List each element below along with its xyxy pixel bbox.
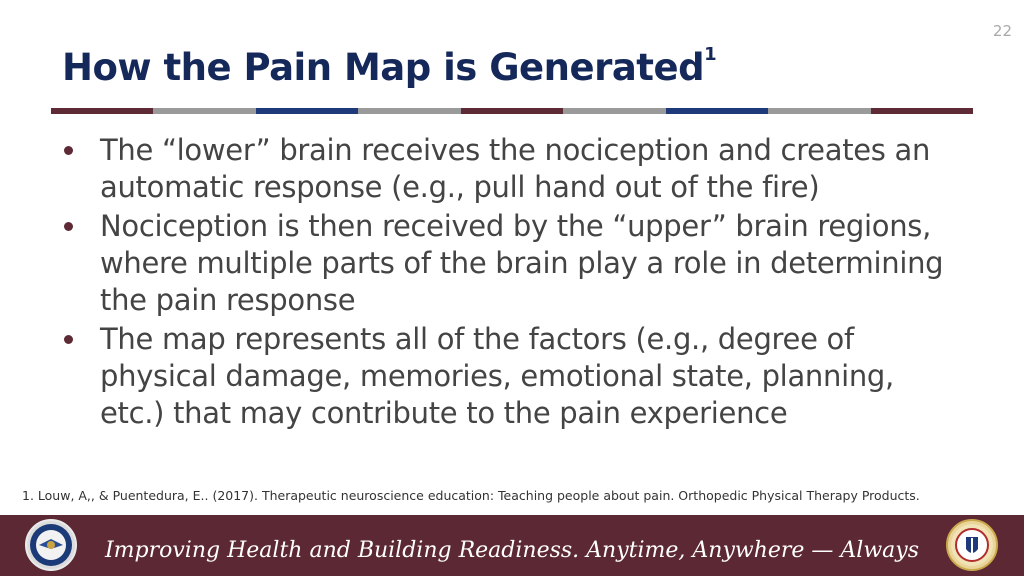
bullet-icon (64, 222, 73, 231)
stripe-segment (460, 108, 564, 114)
stripe-segment (768, 108, 871, 114)
bullet-item: The “lower” brain receives the nocicepti… (62, 132, 962, 206)
stripe-segment (870, 108, 973, 114)
stripe-segment (255, 108, 359, 114)
bullet-text: Nociception is then received by the “upp… (100, 209, 944, 317)
slide-number: 22 (992, 22, 1012, 40)
footer-bar: Improving Health and Building Readiness.… (0, 515, 1024, 576)
bullet-text: The map represents all of the factors (e… (100, 322, 894, 430)
bullet-icon (64, 335, 73, 344)
title-footnote-marker: 1 (704, 44, 717, 65)
bullet-icon (64, 146, 73, 155)
bullet-item: The map represents all of the factors (e… (62, 321, 962, 432)
stripe-segment (153, 108, 256, 114)
stripe-segment (358, 108, 461, 114)
citation-footnote: 1. Louw, A,, & Puentedura, E.. (2017). T… (22, 488, 920, 503)
slide-title-text: How the Pain Map is Generated (62, 46, 705, 89)
title-divider-stripe (51, 108, 973, 114)
bullet-item: Nociception is then received by the “upp… (62, 208, 962, 319)
bullet-text: The “lower” brain receives the nocicepti… (100, 133, 931, 204)
department-of-defense-seal-icon (25, 519, 77, 571)
stripe-segment (665, 108, 769, 114)
bullet-list: The “lower” brain receives the nocicepti… (62, 132, 962, 434)
defense-health-agency-seal-icon (946, 519, 998, 571)
stripe-segment (51, 108, 154, 114)
footer-tagline: Improving Health and Building Readiness.… (104, 538, 920, 563)
slide-title: How the Pain Map is Generated1 (62, 44, 717, 89)
stripe-segment (563, 108, 666, 114)
